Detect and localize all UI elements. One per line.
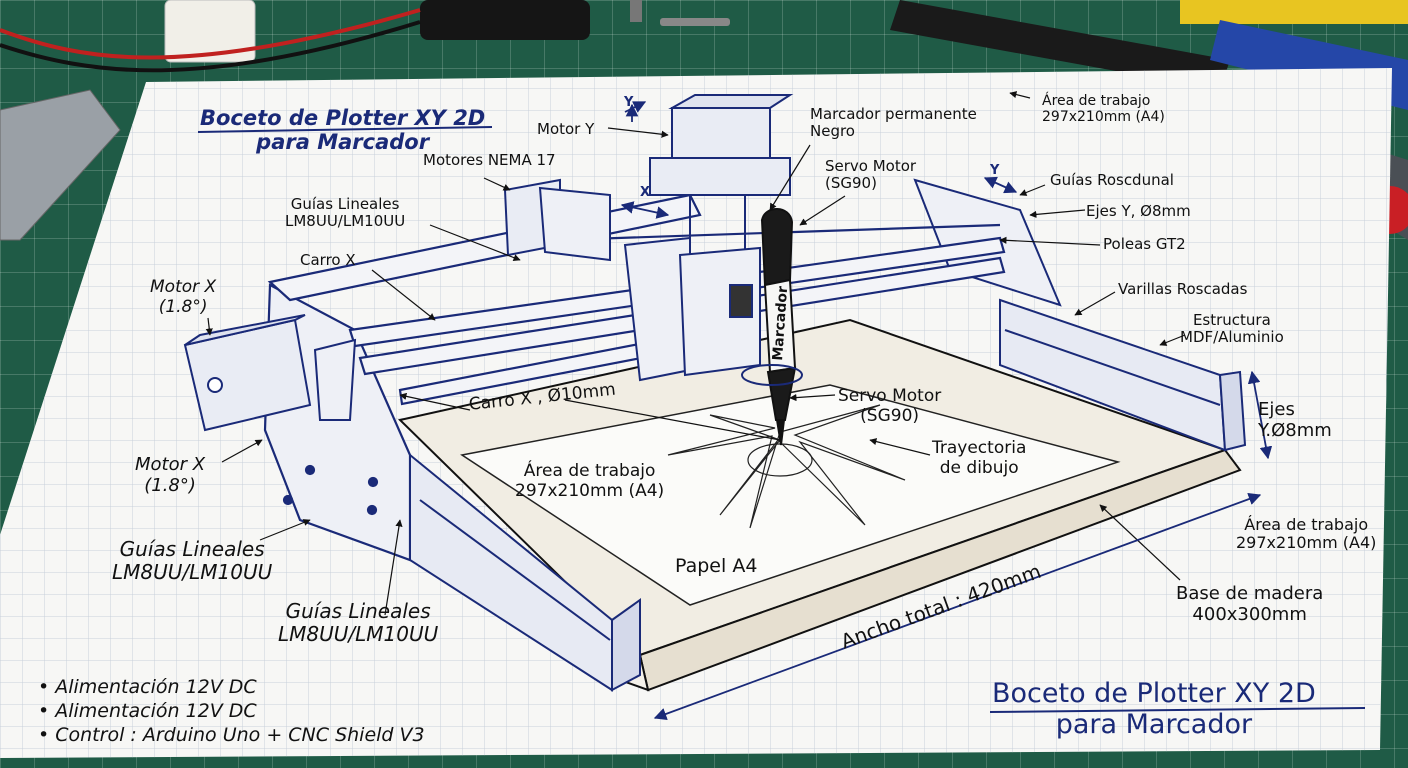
label-guias-lin-bottom: Guías Lineales LM8UU/LM10UU bbox=[278, 600, 438, 646]
label-motor-x-top: Motor X (1.8°) bbox=[150, 277, 217, 317]
note-power-1: • Alimentación 12V DC bbox=[38, 676, 257, 698]
label-trayectoria-line1: Trayectoria bbox=[932, 438, 1027, 458]
label-carro-x-top: Carro X bbox=[300, 251, 356, 269]
label-motor-x-left: Motor X (1.8°) bbox=[135, 454, 206, 496]
label-base: Base de madera 400x300mm bbox=[1176, 583, 1324, 625]
label-motor-y: Motor Y bbox=[537, 120, 595, 138]
label-servo-mid: Servo Motor (SG90) bbox=[838, 386, 942, 426]
label-guias-lin-top: Guías Lineales LM8UU/LM10UU bbox=[285, 195, 406, 231]
label-axis-y-right: Y bbox=[990, 163, 1000, 178]
label-estructura: Estructura MDF/Aluminio bbox=[1180, 311, 1284, 347]
motor-x-nema17 bbox=[183, 314, 357, 432]
label-axis-y-top: Y bbox=[624, 95, 634, 110]
dimension-arrows bbox=[620, 101, 1273, 720]
label-marcador: Marcador permanente Negro bbox=[810, 105, 977, 141]
label-guias-lin-top-line2: LM8UU/LM10UU bbox=[285, 212, 406, 231]
label-estructura-line1: Estructura bbox=[1192, 311, 1271, 329]
label-poleas: Poleas GT2 bbox=[1103, 235, 1186, 253]
label-motor-x-top-line2: (1.8°) bbox=[158, 296, 208, 317]
title-bottom-line2: para Marcador bbox=[1055, 709, 1253, 741]
label-motor-x-left-line2: (1.8°) bbox=[144, 474, 196, 496]
title-top-line2: para Marcador bbox=[256, 130, 430, 155]
label-guias-lin-left-line2: LM8UU/LM10UU bbox=[112, 560, 273, 584]
label-marcador-line1: Marcador permanente bbox=[810, 105, 977, 123]
label-guias-lin-left: Guías Lineales LM8UU/LM10UU bbox=[112, 538, 272, 584]
label-guias-lin-bottom-line2: LM8UU/LM10UU bbox=[278, 622, 439, 646]
label-motores-nema: Motores NEMA 17 bbox=[423, 151, 556, 169]
rear-nema17-motor bbox=[503, 178, 611, 262]
label-servo-top: Servo Motor (SG90) bbox=[825, 157, 917, 193]
motor-y-nema17 bbox=[649, 94, 794, 330]
label-area-mid: Área de trabajo 297x210mm (A4) bbox=[515, 461, 665, 501]
note-power-2: • Alimentación 12V DC bbox=[38, 700, 257, 723]
title-top-line1: Boceto de Plotter XY 2D bbox=[200, 106, 486, 130]
note-control: • Control : Arduino Uno + CNC Shield V3 bbox=[38, 724, 425, 747]
label-area-right-line2: 297x210mm (A4) bbox=[1236, 533, 1377, 553]
label-ejes-y-right-line1: Ejes bbox=[1258, 399, 1295, 420]
label-servo-top-line1: Servo Motor bbox=[825, 157, 917, 175]
label-trayectoria-line2: de dibujo bbox=[939, 457, 1019, 478]
label-motor-x-top-line1: Motor X bbox=[150, 277, 217, 297]
permanent-marker bbox=[741, 208, 803, 446]
label-varillas: Varillas Roscadas bbox=[1118, 280, 1248, 298]
label-servo-mid-line2: (SG90) bbox=[860, 405, 920, 426]
label-ejes-y-top: Ejes Y, Ø8mm bbox=[1086, 202, 1191, 220]
label-area-mid-line1: Área de trabajo bbox=[523, 461, 656, 481]
label-motor-x-left-line1: Motor X bbox=[135, 454, 206, 475]
label-ejes-y-right: Ejes Y.Ø8mm bbox=[1258, 399, 1332, 441]
spec-notes: • Alimentación 12V DC • Alimentación 12V… bbox=[38, 675, 425, 747]
label-estructura-line2: MDF/Aluminio bbox=[1180, 328, 1284, 347]
label-guias-lin-bottom-line1: Guías Lineales bbox=[285, 599, 431, 623]
label-guias-lin-left-line1: Guías Lineales bbox=[119, 537, 265, 561]
title-bottom: Boceto de Plotter XY 2D para Marcador bbox=[992, 678, 1316, 740]
label-base-line1: Base de madera bbox=[1176, 583, 1324, 604]
title-top: Boceto de Plotter XY 2D para Marcador bbox=[200, 106, 485, 154]
label-trayectoria: Trayectoria de dibujo bbox=[932, 438, 1027, 478]
label-area-right: Área de trabajo 297x210mm (A4) bbox=[1236, 515, 1377, 553]
label-guias-roscdunal: Guías Roscdunal bbox=[1050, 171, 1174, 189]
label-guias-lin-top-line1: Guías Lineales bbox=[290, 195, 400, 213]
label-area-top: Área de trabajo 297x210mm (A4) bbox=[1042, 93, 1165, 125]
label-ejes-y-right-line2: Y.Ø8mm bbox=[1258, 419, 1332, 441]
label-servo-mid-line1: Servo Motor bbox=[838, 386, 942, 406]
label-area-top-line1: Área de trabajo bbox=[1042, 93, 1151, 109]
label-papel: Papel A4 bbox=[675, 555, 758, 577]
label-area-mid-line2: 297x210mm (A4) bbox=[515, 480, 665, 501]
label-servo-top-line2: (SG90) bbox=[825, 174, 877, 193]
label-area-top-line2: 297x210mm (A4) bbox=[1042, 109, 1165, 126]
aluminium-extrusions bbox=[409, 298, 1247, 692]
label-marcador-line2: Negro bbox=[810, 122, 855, 141]
label-axis-x: X bbox=[640, 185, 651, 200]
x-carriage bbox=[623, 236, 761, 382]
label-base-line2: 400x300mm bbox=[1192, 603, 1307, 625]
label-area-right-line1: Área de trabajo bbox=[1244, 515, 1369, 534]
title-bottom-line1: Boceto de Plotter XY 2D bbox=[992, 678, 1316, 709]
